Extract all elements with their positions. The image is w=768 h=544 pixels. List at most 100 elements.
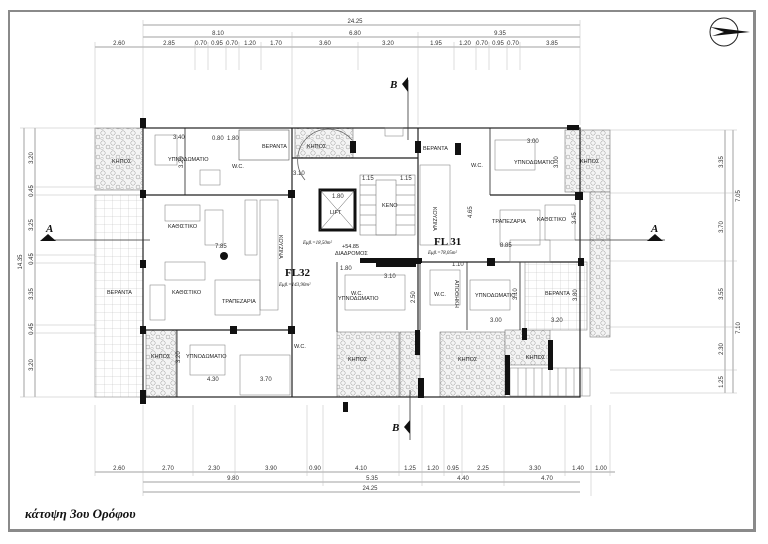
dim-label: 3.20: [176, 351, 182, 363]
dim-label: 0.90: [309, 466, 321, 472]
dim-label: 0.70: [507, 41, 519, 47]
label-kitchen: ΚΟΥΖΙΝΑ: [431, 207, 437, 231]
garden-bottom-center: [336, 331, 400, 398]
label-dining: ΤΡΑΠΕΖΑΡΙΑ: [222, 299, 256, 305]
dim-label: 1.10: [452, 262, 464, 268]
dim-label: 5.35: [366, 476, 378, 482]
north-arrow-icon: [709, 17, 750, 47]
garden-top-left: [94, 127, 144, 191]
dim-label: 3.85: [546, 41, 558, 47]
dim-label: 1.15: [362, 176, 374, 182]
apartment-labels: FL32 Εμβ.=143,90m² Εμβ.=18,50m² FL 31 Εμ…: [278, 236, 461, 288]
dim-label: 3.35: [29, 288, 35, 300]
left-dimensions: [20, 127, 95, 398]
garden-top-center: [294, 127, 354, 159]
dim-label: 3.35: [719, 156, 725, 168]
label-bedroom: ΥΠΝΟΔΩΜΑΤΙΟ: [168, 157, 209, 163]
label-wc: W.C.: [434, 292, 446, 298]
label-bedroom: ΥΠΝΟΔΩΜΑΤΙΟ: [338, 296, 379, 302]
dim-label: 4.40: [457, 476, 469, 482]
dim-label: 3.10: [293, 171, 305, 177]
dim-label: 3.10: [384, 274, 396, 280]
dim-label: 1.15: [400, 176, 412, 182]
apartment-fl31-area: Εμβ.=78,05m²: [427, 250, 458, 256]
label-garden: ΚΗΠΟΣ: [348, 357, 368, 363]
section-a-right-label: A: [650, 223, 658, 235]
section-b-top-label: B: [389, 79, 397, 91]
dim-label: 3.90: [265, 466, 277, 472]
right-dimension-labels: 3.35 3.70 3.55 2.30 1.25 7.05 7.10: [719, 156, 742, 388]
garden-bottom-left: [145, 329, 177, 398]
room-dimension-labels: 3.40 3.20 0.80 1.80 7.85 3.10 1.80 1.15 …: [173, 135, 579, 383]
dim-label: 2.30: [208, 466, 220, 472]
label-corridor: ΔΙΑΔΡΟΜΟΣ: [335, 251, 368, 257]
label-kitchen: ΚΟΥΖΙΝΑ: [277, 235, 283, 259]
veranda-left: [94, 194, 144, 398]
top-dimension-labels: 24.25 8.10 6.80 9.35 2.60 2.85 0.70 0.95…: [113, 19, 558, 47]
dim-label: 8.10: [212, 31, 224, 37]
bottom-dimension-labels: 2.60 2.70 2.30 3.90 0.90 4.10 1.25 1.20 …: [113, 466, 607, 492]
label-veranda: ΒΕΡΑΝΤΑ: [107, 290, 132, 296]
dim-label: 3.40: [173, 135, 185, 141]
dim-label: 3.00: [490, 318, 502, 324]
dim-label: 7.85: [215, 244, 227, 250]
stair-area: Εμβ.=18,50m²: [302, 240, 333, 246]
label-dining: ΤΡΑΠΕΖΑΡΙΑ: [492, 219, 526, 225]
dim-label: 3.70: [260, 377, 272, 383]
dim-label: 4.70: [541, 476, 553, 482]
dim-label: 3.00: [554, 156, 560, 168]
label-bedroom: ΥΠΝΟΔΩΜΑΤΙΟ: [514, 160, 555, 166]
dim-label: 3.20: [29, 152, 35, 164]
label-bedroom: ΥΠΝΟΔΩΜΑΤΙΟ: [186, 354, 227, 360]
label-void: ΚΕΝΟ: [382, 203, 398, 209]
dim-label: 1.25: [404, 466, 416, 472]
label-garden: ΚΗΠΟΣ: [151, 354, 171, 360]
room-labels: ΚΗΠΟΣ ΥΠΝΟΔΩΜΑΤΙΟ W.C. ΒΕΡΑΝΤΑ ΚΗΠΟΣ ΚΑΘ…: [107, 144, 600, 363]
dim-label: 3.20: [29, 359, 35, 371]
label-living: ΚΑΘΙΣΤΙΚΟ: [168, 224, 198, 230]
dim-label: 0.45: [29, 323, 35, 335]
dim-label: 1.80: [332, 194, 344, 200]
label-garden: ΚΗΠΟΣ: [458, 357, 478, 363]
dim-label: 0.70: [195, 41, 207, 47]
dim-label: 3.60: [319, 41, 331, 47]
spiral-stair: [297, 128, 353, 181]
dim-label: 9.80: [227, 476, 239, 482]
dim-label: 0.95: [492, 41, 504, 47]
dim-left-total: 14.35: [18, 254, 24, 270]
left-dimension-labels: 3.20 0.45 3.25 0.45 3.35 0.45 3.20 14.35: [18, 152, 35, 371]
lift-shaft: [318, 188, 357, 232]
apartment-fl32-label: FL32: [285, 267, 311, 279]
dim-label: 2.60: [113, 41, 125, 47]
dim-label: 0.80: [212, 136, 224, 142]
garden-right-strip: [589, 191, 611, 338]
central-stairs: [359, 174, 416, 236]
label-living: ΚΑΘΙΣΤΙΚΟ: [537, 217, 567, 223]
dim-label: 2.60: [113, 466, 125, 472]
dim-label: 7.10: [736, 322, 742, 334]
dim-label: 2.25: [477, 466, 489, 472]
dim-label: 6.80: [349, 31, 361, 37]
label-garden: ΚΗΠΟΣ: [307, 144, 327, 150]
dim-label: 3.45: [572, 212, 578, 224]
dim-label: 2.85: [163, 41, 175, 47]
label-wc: W.C.: [232, 164, 244, 170]
top-dimensions: [94, 20, 581, 125]
dim-label: 1.25: [719, 376, 725, 388]
garden-bottom-right-2: [504, 329, 551, 366]
dim-bottom-total: 24.25: [362, 486, 378, 492]
label-bedroom: ΥΠΝΟΔΩΜΑΤΙΟ: [475, 293, 516, 299]
dim-label: 9.35: [494, 31, 506, 37]
label-wc: W.C.: [351, 291, 363, 297]
label-garden: ΚΗΠΟΣ: [526, 355, 546, 361]
dim-label: 1.70: [270, 41, 282, 47]
dim-label: 0.45: [29, 185, 35, 197]
label-veranda: ΒΕΡΑΝΤΑ: [545, 291, 570, 297]
dim-label: 3.10: [513, 288, 519, 300]
label-living: ΚΑΘΙΣΤΙΚΟ: [172, 290, 202, 296]
label-lift: LIFT: [330, 210, 342, 216]
section-a-left-label: A: [45, 223, 53, 235]
dim-label: 0.45: [29, 253, 35, 265]
dim-label: 2.70: [162, 466, 174, 472]
section-b-bottom-label: B: [391, 422, 399, 434]
